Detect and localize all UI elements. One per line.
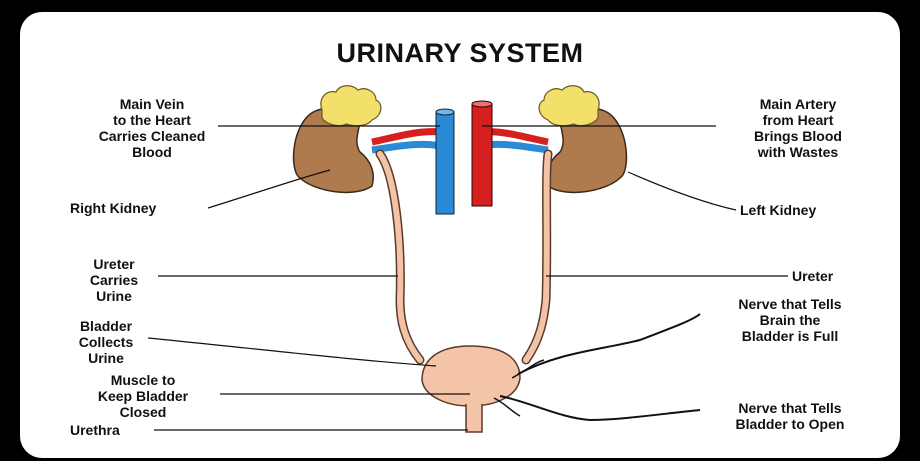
urethra-label: Urethra: [70, 422, 120, 438]
left-kidney-label: Left Kidney: [740, 202, 816, 218]
left-adrenal-shape: [539, 86, 599, 126]
main-artery-shape: [472, 104, 492, 206]
nerve-open-label: Nerve that Tells Bladder to Open: [700, 400, 880, 432]
diagram-title: URINARY SYSTEM: [0, 38, 920, 69]
right-adrenal-shape: [321, 86, 381, 126]
right-kidney-label: Right Kidney: [70, 200, 156, 216]
ureter-left-label: Ureter Carries Urine: [74, 256, 154, 304]
main-artery-label: Main Artery from Heart Brings Blood with…: [718, 96, 878, 160]
main-vein-shape: [436, 112, 454, 214]
ureter-right-label: Ureter: [792, 268, 833, 284]
main-vein-label: Main Vein to the Heart Carries Cleaned B…: [66, 96, 238, 160]
bladder-label: Bladder Collects Urine: [64, 318, 148, 366]
nerve-full-label: Nerve that Tells Brain the Bladder is Fu…: [700, 296, 880, 344]
urethra-shape: [466, 404, 482, 432]
muscle-label: Muscle to Keep Bladder Closed: [68, 372, 218, 420]
